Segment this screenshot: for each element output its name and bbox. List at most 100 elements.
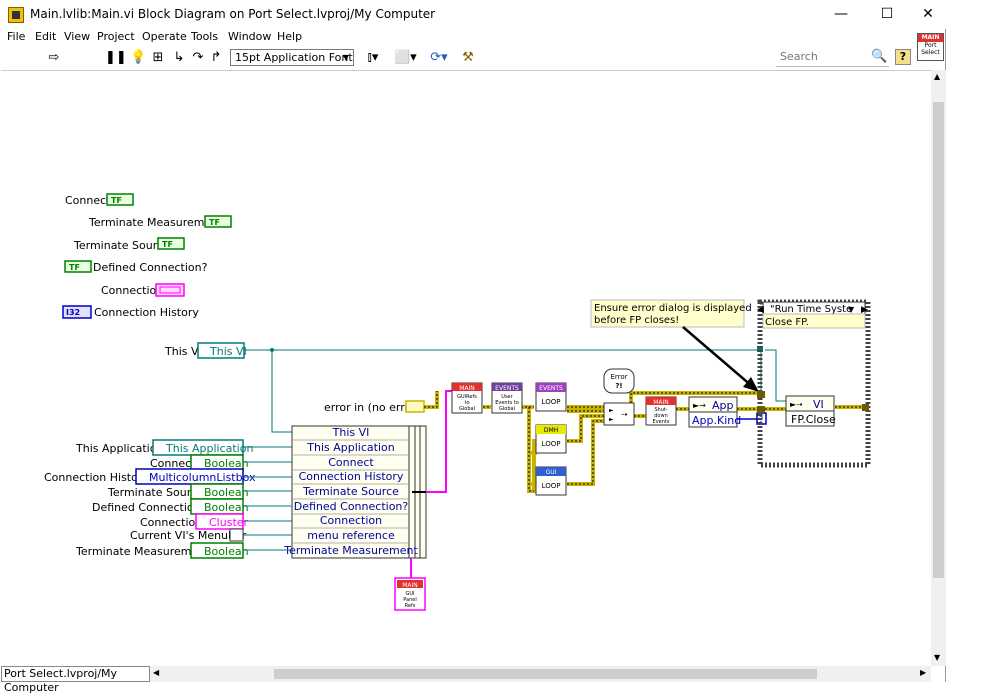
svg-text:Boolean: Boolean bbox=[204, 486, 249, 499]
scroll-up-icon[interactable]: ▲ bbox=[934, 72, 941, 81]
gui-panel-refs-subvi[interactable]: MAIN GUI Panel Refs bbox=[394, 577, 426, 611]
svg-text:EVENTS: EVENTS bbox=[495, 385, 519, 392]
svg-text:before FP closes!: before FP closes! bbox=[594, 315, 679, 326]
case-structure[interactable]: ◀ ▶ "Run Time Syste ▼ Close FP. bbox=[757, 299, 871, 468]
labview-app-icon bbox=[8, 7, 24, 23]
run-arrow-icon[interactable]: ⇨ bbox=[48, 50, 60, 65]
svg-text:This Application: This Application bbox=[165, 442, 253, 455]
svg-text:Cluster: Cluster bbox=[209, 516, 249, 529]
scroll-left-icon[interactable]: ◀ bbox=[153, 668, 160, 677]
svg-text:Global: Global bbox=[459, 406, 475, 412]
error-in-terminal[interactable]: error in (no error) bbox=[324, 400, 425, 414]
vi-fp-close-invoke-node[interactable]: ►⇢ VI FP.Close bbox=[785, 395, 836, 427]
svg-text:►→: ►→ bbox=[693, 401, 706, 410]
menu-file[interactable]: File bbox=[7, 30, 26, 43]
align-objects-icon[interactable]: ⫾▾ bbox=[367, 50, 379, 65]
svg-text:Events to: Events to bbox=[495, 400, 519, 406]
svg-text:LOOP: LOOP bbox=[542, 440, 561, 448]
pause-icon[interactable]: ❚❚ bbox=[105, 50, 127, 65]
scroll-right-icon[interactable]: ▶ bbox=[920, 668, 927, 677]
menu-window[interactable]: Window bbox=[228, 30, 272, 43]
vi-icon[interactable]: MAIN Port Select bbox=[917, 33, 944, 61]
menu-operate[interactable]: Operate bbox=[142, 30, 187, 43]
svg-text:Panel: Panel bbox=[403, 597, 417, 603]
shutdown-events-subvi[interactable]: MAIN Shut- down Events bbox=[645, 396, 677, 426]
bundle-by-name-node[interactable]: This VI This Application Connect Connect… bbox=[283, 425, 427, 559]
events-loop-subvi[interactable]: EVENTS LOOP bbox=[535, 382, 567, 412]
bundle-inputs: This Application This Application Connec… bbox=[44, 439, 292, 559]
app-kind-property-node[interactable]: ►→ App App.Kind bbox=[688, 396, 757, 428]
gui-loop-subvi[interactable]: GUI LOOP bbox=[535, 466, 567, 496]
menu-tools[interactable]: Tools bbox=[191, 30, 219, 43]
svg-text:▼: ▼ bbox=[848, 305, 855, 314]
merge-errors-node[interactable]: ► ► ⇢ bbox=[603, 402, 635, 426]
menu-edit[interactable]: Edit bbox=[35, 30, 57, 43]
svg-text:TF: TF bbox=[162, 240, 173, 249]
svg-text:down: down bbox=[654, 413, 668, 419]
case-inner-wires bbox=[765, 349, 786, 411]
terminate-source-terminal[interactable]: Terminate Source TF bbox=[73, 237, 185, 252]
menu-view[interactable]: View bbox=[64, 30, 91, 43]
svg-text:Connection History: Connection History bbox=[299, 470, 404, 483]
cleanup-diagram-icon[interactable]: ⚒ bbox=[462, 50, 474, 65]
step-out-icon[interactable]: ↱ bbox=[210, 50, 222, 65]
context-help-button[interactable]: ? bbox=[895, 49, 911, 65]
svg-text:Connect: Connect bbox=[65, 194, 111, 207]
svg-text:This VI: This VI bbox=[164, 345, 202, 358]
svg-text:Connect: Connect bbox=[328, 456, 374, 469]
svg-text:Defined Connection?: Defined Connection? bbox=[294, 500, 409, 513]
close-button[interactable]: ✕ bbox=[922, 6, 934, 22]
svg-text:►: ► bbox=[609, 416, 614, 423]
search-input[interactable]: Search bbox=[776, 49, 889, 67]
user-events-to-global-subvi[interactable]: EVENTS User Events to Global bbox=[491, 382, 523, 414]
distribute-objects-icon[interactable]: ⬜▾ bbox=[394, 50, 417, 65]
svg-text:This Application: This Application bbox=[306, 441, 394, 454]
svg-text:This VI: This VI bbox=[332, 426, 370, 439]
vertical-scroll-thumb[interactable] bbox=[933, 102, 944, 578]
svg-text:Terminate Measurement: Terminate Measurement bbox=[88, 216, 223, 229]
svg-text:Ensure error dialog is display: Ensure error dialog is displayed bbox=[594, 303, 752, 314]
reorder-icon[interactable]: ⟳▾ bbox=[430, 50, 448, 65]
svg-text:MulticolumnListbox: MulticolumnListbox bbox=[149, 471, 256, 484]
svg-text:◀: ◀ bbox=[757, 305, 764, 315]
font-select[interactable]: 15pt Application Font▼ bbox=[230, 49, 354, 66]
menu-help[interactable]: Help bbox=[277, 30, 303, 43]
svg-text:Terminate Source: Terminate Source bbox=[73, 239, 170, 252]
connect-terminal[interactable]: Connect TF bbox=[65, 193, 134, 207]
menu-project[interactable]: Project bbox=[97, 30, 135, 43]
vertical-scrollbar[interactable]: ▲ ▼ bbox=[931, 70, 946, 666]
dmh-loop-subvi[interactable]: DMH LOOP bbox=[535, 424, 567, 454]
svg-text:MAIN: MAIN bbox=[459, 385, 475, 392]
step-over-icon[interactable]: ↷ bbox=[192, 50, 204, 65]
svg-text:LOOP: LOOP bbox=[542, 398, 561, 406]
free-label-comment[interactable]: Ensure error dialog is displayed before … bbox=[590, 299, 752, 328]
svg-text:Terminate Source: Terminate Source bbox=[107, 486, 204, 499]
gui-refs-to-global-subvi[interactable]: MAIN GUIRefs to Global bbox=[451, 382, 483, 414]
svg-text:Connection History: Connection History bbox=[94, 306, 199, 319]
horizontal-scroll-thumb[interactable] bbox=[274, 669, 817, 679]
svg-text:LOOP: LOOP bbox=[542, 482, 561, 490]
search-icon[interactable]: 🔍 bbox=[871, 49, 888, 64]
terminate-measurement-terminal[interactable]: Terminate Measurement TF bbox=[88, 215, 232, 229]
scroll-down-icon[interactable]: ▼ bbox=[934, 653, 941, 662]
svg-text:error in (no error): error in (no error) bbox=[324, 401, 420, 414]
svg-text:TF: TF bbox=[69, 263, 80, 272]
svg-text:Error: Error bbox=[610, 373, 627, 381]
svg-text:I32: I32 bbox=[66, 308, 80, 317]
title-bar: Main.lvlib:Main.vi Block Diagram on Port… bbox=[0, 0, 946, 29]
svg-text:Current VI's Menubar: Current VI's Menubar bbox=[130, 529, 247, 542]
retain-wire-values-icon[interactable]: ⊞ bbox=[152, 50, 164, 65]
error-dialog-icon[interactable]: Error ?! bbox=[603, 368, 635, 394]
horizontal-scrollbar[interactable]: ◀ ▶ bbox=[150, 666, 931, 682]
step-into-icon[interactable]: ↳ bbox=[173, 50, 185, 65]
tunnel-this-vi bbox=[757, 346, 763, 352]
connection-terminal[interactable]: Connection bbox=[101, 283, 185, 297]
block-diagram[interactable]: Connect TF Terminate Measurement TF Term… bbox=[1, 70, 931, 667]
minimize-button[interactable]: — bbox=[834, 6, 848, 22]
maximize-button[interactable]: ☐ bbox=[880, 6, 894, 22]
this-vi-constant[interactable]: This VI This VI bbox=[164, 342, 247, 359]
defined-connection-terminal[interactable]: TF Defined Connection? bbox=[64, 260, 208, 274]
connection-history-terminal[interactable]: I32 Connection History bbox=[62, 305, 199, 319]
svg-text:?!: ?! bbox=[615, 382, 622, 390]
highlight-bulb-icon[interactable]: 💡 bbox=[130, 50, 147, 65]
